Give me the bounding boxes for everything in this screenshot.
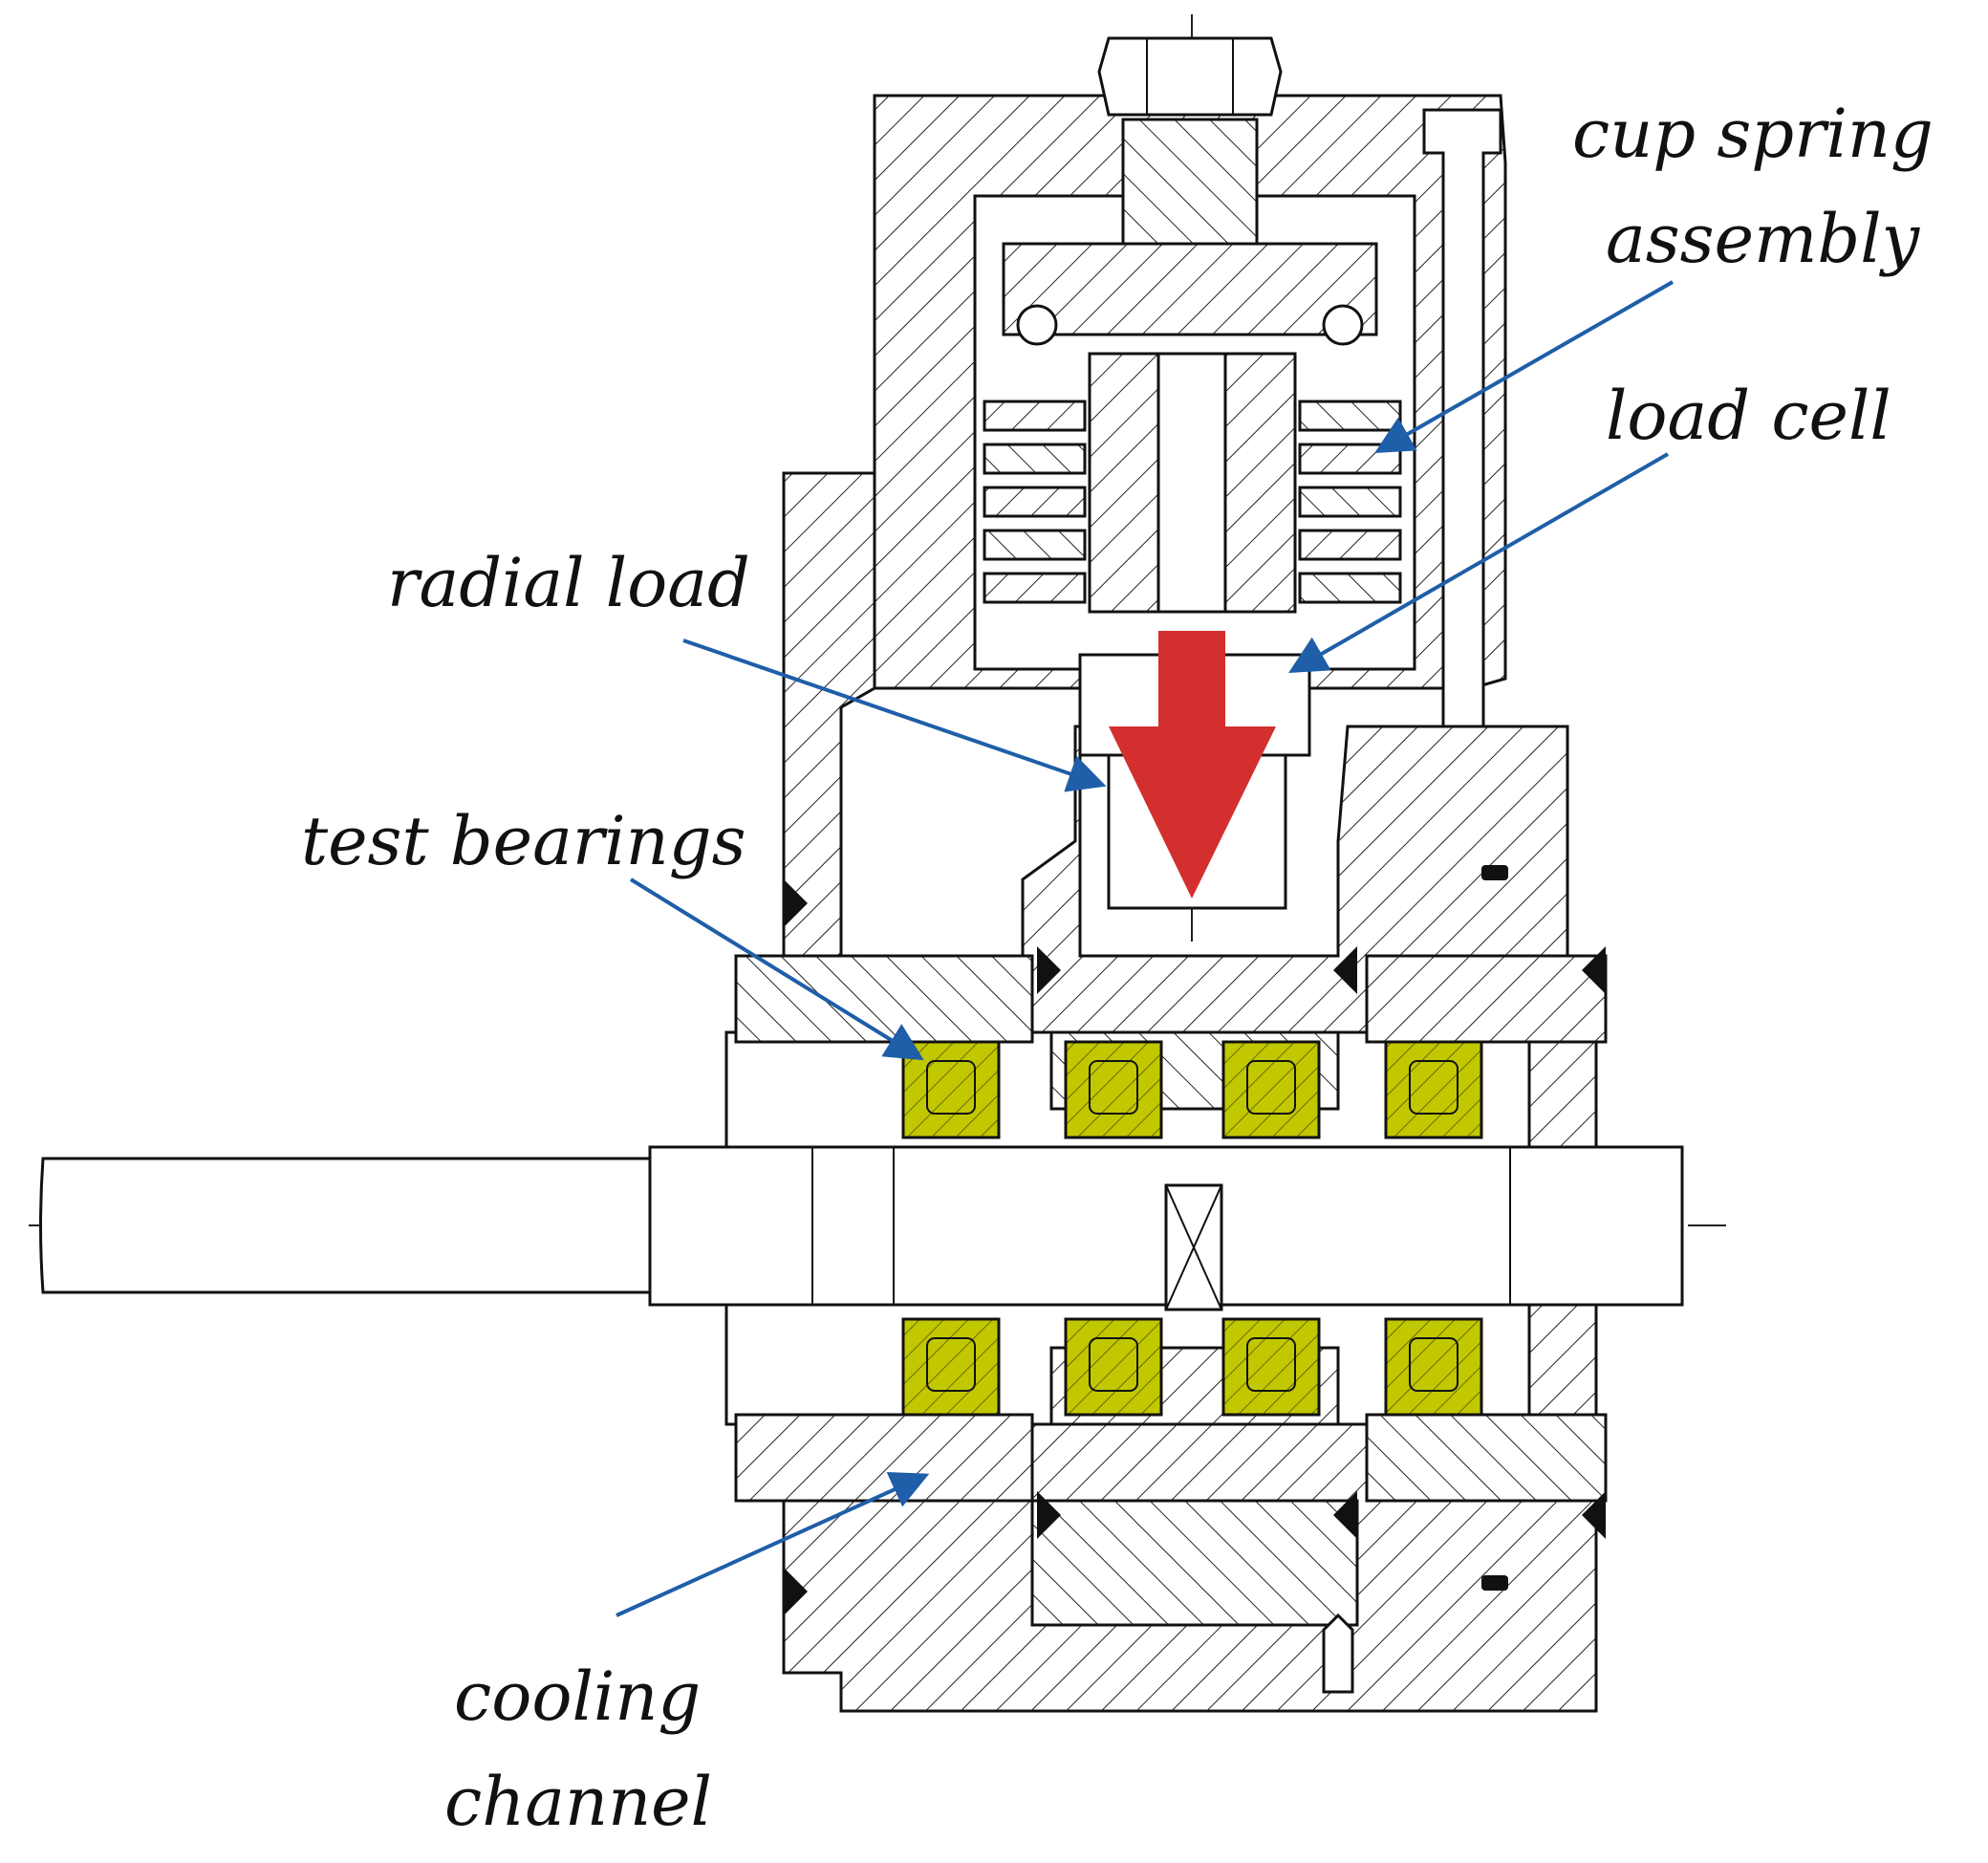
lower-stud xyxy=(1322,1613,1354,1694)
test-bearing-upper-2 xyxy=(1064,1040,1163,1139)
test-bearing-lower-3 xyxy=(1221,1317,1321,1417)
cup-spring-leader xyxy=(1374,280,1674,453)
test-bearings xyxy=(901,1040,1483,1417)
upper-load-frame xyxy=(873,36,1507,815)
radial-load-arrow xyxy=(1109,631,1276,899)
label-test-bearings: test bearings xyxy=(301,802,746,880)
label-radial-load: radial load xyxy=(387,544,750,622)
cup-springs-right xyxy=(1298,400,1402,604)
test-bearing-lower-4 xyxy=(1384,1317,1483,1417)
label-assembly: assembly xyxy=(1606,200,1920,278)
test-bearing-lower-2 xyxy=(1064,1317,1163,1417)
load-cell-leader xyxy=(1288,452,1669,673)
cooling-channel-leader xyxy=(616,1471,930,1617)
shaft xyxy=(39,1145,1684,1311)
seal-marks xyxy=(784,865,1606,1615)
test-bearing-upper-3 xyxy=(1221,1040,1321,1139)
cup-springs-left xyxy=(983,400,1087,604)
test-bearing-upper-4 xyxy=(1384,1040,1483,1139)
label-cooling: cooling xyxy=(454,1657,702,1736)
test-bearing-lower-1 xyxy=(901,1317,1001,1417)
test-bearings-leader xyxy=(629,877,924,1061)
label-cup-spring: cup spring xyxy=(1572,95,1934,173)
radial-load-leader xyxy=(682,639,1107,792)
label-channel: channel xyxy=(444,1763,712,1841)
label-load-cell: load cell xyxy=(1606,377,1891,455)
